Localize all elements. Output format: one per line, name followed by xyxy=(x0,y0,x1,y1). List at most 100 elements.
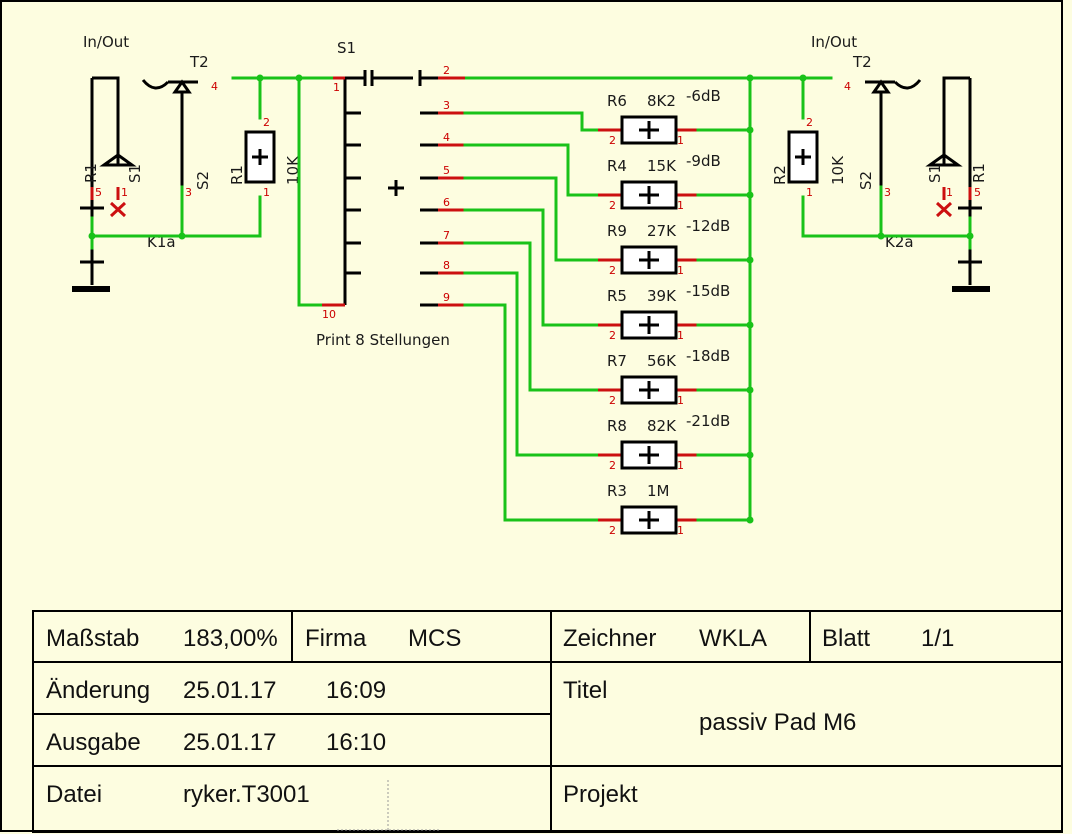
ausgabe-label: Ausgabe xyxy=(46,729,141,756)
left-inout-label: In/Out xyxy=(83,33,129,51)
left-r1-label: R1 xyxy=(228,165,246,185)
firma-value: MCS xyxy=(408,625,462,652)
aenderung-time: 16:09 xyxy=(326,677,387,704)
svg-text:1: 1 xyxy=(121,186,128,199)
datei-label: Datei xyxy=(46,781,103,808)
right-inout-label: In/Out xyxy=(811,33,857,51)
zeichner-value: WKLA xyxy=(699,625,768,652)
switch-pin-number: 9 xyxy=(443,291,450,304)
resistor-ref: R4 xyxy=(607,157,627,175)
svg-text:1: 1 xyxy=(677,459,684,472)
aenderung-label: Änderung xyxy=(46,677,151,704)
right-r2-value: 10K xyxy=(829,155,847,185)
switch-contact: 9 xyxy=(420,291,465,307)
switch-contact: 3 xyxy=(420,99,465,115)
switch-contact: 4 xyxy=(420,131,465,147)
switch-pin-number: 7 xyxy=(443,229,450,242)
svg-text:5: 5 xyxy=(95,186,102,199)
firma-label: Firma xyxy=(305,625,367,652)
svg-text:2: 2 xyxy=(609,524,616,537)
right-r1-jack-label: R1 xyxy=(970,163,988,183)
rotary-switch: S1 1 10 Print 8 Stellungen 2 3 4 5 6 7 8 9 xyxy=(316,39,465,349)
right-r2-label: R2 xyxy=(771,165,789,185)
right-t2-label: T2 xyxy=(852,53,872,71)
svg-text:1: 1 xyxy=(677,134,684,147)
scale-value: 183,00% xyxy=(183,625,278,652)
svg-text:2: 2 xyxy=(609,199,616,212)
resistor-value: 82K xyxy=(647,417,677,435)
switch-pin-number: 6 xyxy=(443,196,450,209)
switch-contact: 7 xyxy=(420,229,465,245)
ausgabe-date: 25.01.17 xyxy=(183,729,277,756)
switch-contact: 6 xyxy=(420,196,465,212)
blatt-value: 1/1 xyxy=(921,625,955,652)
wires xyxy=(90,76,972,522)
resistor-value: 15K xyxy=(647,157,677,175)
zeichner-label: Zeichner xyxy=(563,625,657,652)
svg-text:1: 1 xyxy=(677,329,684,342)
switch-pin-number: 4 xyxy=(443,131,450,144)
resistor-attenuation: -15dB xyxy=(686,282,730,300)
resistor-attenuation: -12dB xyxy=(686,217,730,235)
svg-text:2: 2 xyxy=(609,134,616,147)
svg-text:5: 5 xyxy=(974,186,981,199)
right-s2-label: S2 xyxy=(857,171,875,190)
svg-text:4: 4 xyxy=(844,80,851,93)
resistor-attenuation: -21dB xyxy=(686,412,730,430)
resistor-value: 1M xyxy=(647,482,670,500)
svg-text:1: 1 xyxy=(263,186,270,199)
svg-text:1: 1 xyxy=(677,264,684,277)
scale-label: Maßstab xyxy=(46,625,140,652)
resistor-value: 39K xyxy=(647,287,677,305)
left-s1-jack-label: S1 xyxy=(126,164,144,183)
svg-text:4: 4 xyxy=(211,80,218,93)
svg-text:2: 2 xyxy=(609,459,616,472)
wire-dots xyxy=(88,74,974,240)
resistor-value: 56K xyxy=(647,352,677,370)
svg-text:10: 10 xyxy=(322,308,336,321)
switch-caption: Print 8 Stellungen xyxy=(316,331,450,349)
switch-contact: 2 xyxy=(420,64,465,80)
svg-text:1: 1 xyxy=(333,81,340,94)
switch-pin-number: 3 xyxy=(443,99,450,112)
resistor-ref: R8 xyxy=(607,417,627,435)
right-connector: In/Out R1 S1 5 1 T2 4 3 S2 K2a xyxy=(811,33,990,292)
datei-value: ryker.T3001 xyxy=(183,781,310,808)
switch-pin-number: 5 xyxy=(443,164,450,177)
svg-text:3: 3 xyxy=(884,186,891,199)
switch-pin-number: 8 xyxy=(443,259,450,272)
resistor-ref: R6 xyxy=(607,92,627,110)
ausgabe-time: 16:10 xyxy=(326,729,387,756)
svg-text:1: 1 xyxy=(806,186,813,199)
switch-contact: 5 xyxy=(420,164,465,180)
switch-pin-number: 2 xyxy=(443,64,450,77)
aenderung-date: 25.01.17 xyxy=(183,677,277,704)
ladder-resistor: 2 1 R4 15K -9dB xyxy=(463,143,754,212)
resistor-attenuation: -18dB xyxy=(686,347,730,365)
left-r1-jack-label: R1 xyxy=(82,163,100,183)
svg-text:3: 3 xyxy=(185,186,192,199)
resistor-value: 27K xyxy=(647,222,677,240)
right-s1-jack-label: S1 xyxy=(926,164,944,183)
svg-text:2: 2 xyxy=(609,329,616,342)
switch-contact: 8 xyxy=(420,259,465,275)
resistor-value: 8K2 xyxy=(647,92,676,110)
right-resistor-r2: 2 1 R2 10K xyxy=(771,116,847,199)
svg-text:2: 2 xyxy=(609,394,616,407)
titel-label: Titel xyxy=(563,677,608,704)
resistor-attenuation: -6dB xyxy=(686,87,721,105)
titel-value: passiv Pad M6 xyxy=(699,709,857,736)
svg-text:1: 1 xyxy=(677,394,684,407)
svg-text:1: 1 xyxy=(677,199,684,212)
svg-text:2: 2 xyxy=(806,116,813,129)
switch-label: S1 xyxy=(337,39,356,57)
resistor-attenuation: -9dB xyxy=(686,152,721,170)
ladder-resistor: 2 1 R6 8K2 -6dB xyxy=(463,87,754,147)
